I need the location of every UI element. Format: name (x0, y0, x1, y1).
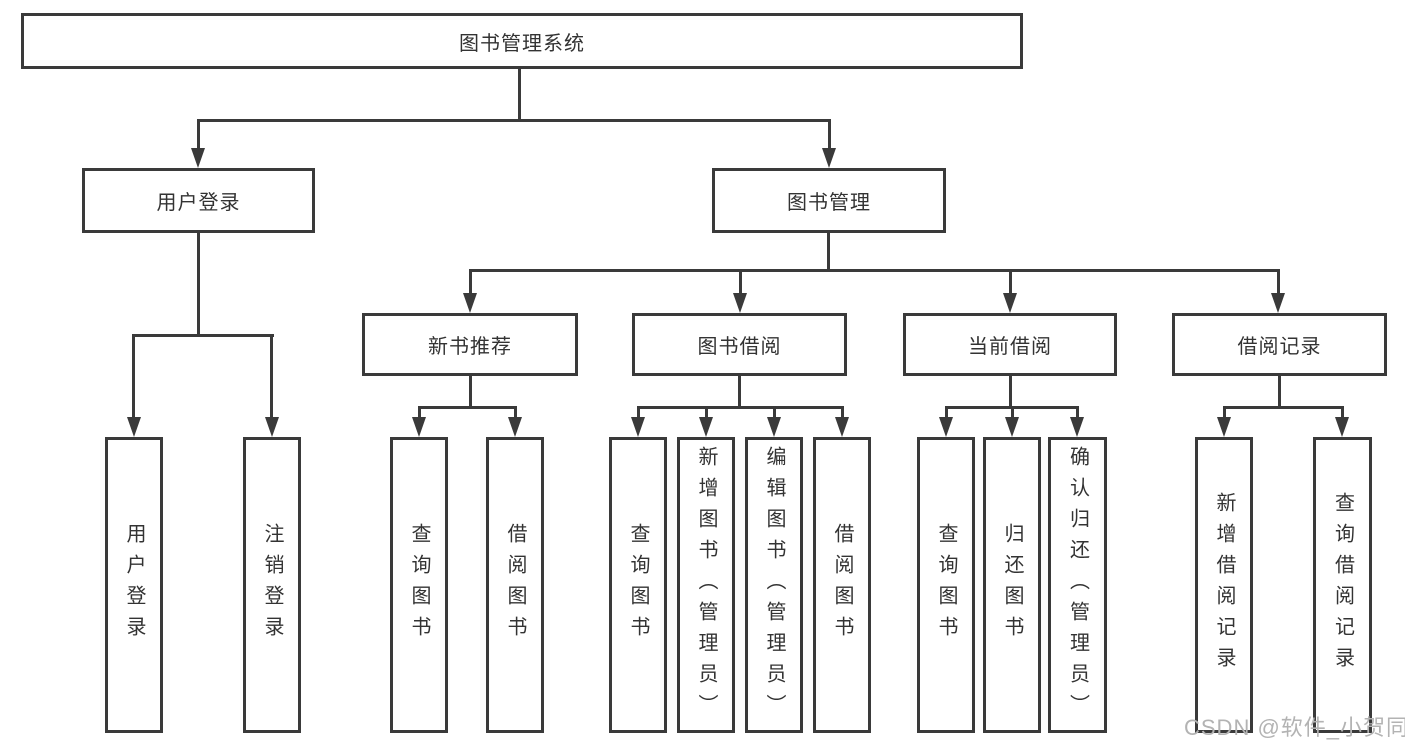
leaf-label: 确认归还（管理员） (1066, 445, 1089, 725)
leaf-current-query-books: 查询图书 (917, 437, 975, 733)
leaf-label: 查询图书 (935, 523, 957, 647)
connector-shaft (1341, 406, 1344, 419)
leaf-newbook-borrow-books: 借阅图书 (486, 437, 544, 733)
arrowhead-book-mgmt (822, 148, 836, 168)
node-borrow-records-label: 借阅记录 (1237, 336, 1322, 358)
connector-root-stem (518, 69, 521, 122)
arrowhead (631, 417, 645, 437)
node-borrow-records: 借阅记录 (1172, 313, 1387, 376)
node-root: 图书管理系统 (21, 13, 1023, 69)
connector-shaft (1223, 406, 1226, 419)
node-new-book-recommend-label: 新书推荐 (428, 336, 512, 358)
leaf-label: 借阅图书 (504, 523, 526, 647)
arrowhead-newbook (463, 293, 477, 313)
connector-current-shaft (1009, 269, 1012, 295)
leaf-user-login-label: 用户登录 (123, 523, 145, 647)
connector-records-stem (1278, 375, 1281, 409)
node-user-login: 用户登录 (82, 168, 315, 233)
arrowhead (1005, 417, 1019, 437)
node-user-login-label: 用户登录 (156, 192, 241, 214)
node-book-management: 图书管理 (712, 168, 946, 233)
arrowhead (1070, 417, 1084, 437)
leaf-logout: 注销登录 (243, 437, 301, 733)
connector-user-login-shaft (197, 119, 200, 150)
node-root-label: 图书管理系统 (459, 32, 585, 55)
arrowhead (508, 417, 522, 437)
connector-shaft (1011, 406, 1014, 419)
connector-shaft (1076, 406, 1079, 419)
node-current-borrow: 当前借阅 (903, 313, 1117, 376)
leaf-logout-label: 注销登录 (261, 523, 283, 647)
connector-shaft (841, 406, 844, 419)
connector-shaft (418, 406, 421, 419)
leaf-user-login: 用户登录 (105, 437, 163, 733)
arrowhead (1335, 417, 1349, 437)
leaf-borrow-borrow-books: 借阅图书 (813, 437, 871, 733)
leaf-newbook-query-books: 查询图书 (390, 437, 448, 733)
connector-records-shaft (1277, 269, 1280, 295)
connector-leaf-logout-shaft (270, 334, 273, 419)
leaf-borrow-add-books-admin: 新增图书（管理员） (677, 437, 735, 733)
connector-newbook-hline (418, 406, 517, 409)
arrowhead (699, 417, 713, 437)
arrowhead-user-login (191, 148, 205, 168)
connector-shaft (705, 406, 708, 419)
connector-newbook-shaft (469, 269, 472, 295)
connector-book-mgmt-shaft (828, 119, 831, 150)
leaf-label: 新增借阅记录 (1213, 492, 1235, 678)
arrowhead-records (1271, 293, 1285, 313)
connector-borrow-stem (738, 376, 741, 409)
leaf-records-add-record: 新增借阅记录 (1195, 437, 1253, 733)
node-book-management-label: 图书管理 (787, 192, 871, 214)
connector-shaft (773, 406, 776, 419)
leaf-current-return-books: 归还图书 (983, 437, 1041, 733)
arrowhead (835, 417, 849, 437)
connector-mgmt-stem (827, 233, 830, 272)
leaf-label: 编辑图书（管理员） (763, 445, 785, 725)
leaf-label: 新增图书（管理员） (695, 445, 717, 725)
connector-leaf-login-shaft (132, 334, 135, 419)
leaf-label: 查询借阅记录 (1331, 492, 1354, 678)
csdn-watermark: CSDN @软件_小贺同学 (1184, 715, 1405, 740)
arrowhead (412, 417, 426, 437)
connector-borrow-shaft (739, 269, 742, 295)
connector-current-stem (1009, 375, 1012, 409)
arrowhead (939, 417, 953, 437)
leaf-borrow-edit-books-admin: 编辑图书（管理员） (745, 437, 803, 733)
leaf-borrow-query-books: 查询图书 (609, 437, 667, 733)
leaf-label: 查询图书 (627, 523, 649, 647)
connector-user-stem (197, 233, 200, 337)
leaf-label: 归还图书 (1001, 523, 1023, 647)
leaf-current-confirm-return-admin: 确认归还（管理员） (1048, 437, 1107, 733)
arrowhead (767, 417, 781, 437)
leaf-records-query-record: 查询借阅记录 (1313, 437, 1372, 733)
connector-shaft (945, 406, 948, 419)
connector-root-hline (197, 119, 831, 122)
node-book-borrow: 图书借阅 (632, 313, 847, 376)
connector-shaft (514, 406, 517, 419)
arrowhead-leaf-login (127, 417, 141, 437)
node-current-borrow-label: 当前借阅 (968, 336, 1052, 358)
leaf-label: 借阅图书 (831, 523, 853, 647)
node-new-book-recommend: 新书推荐 (362, 313, 578, 376)
arrowhead-current (1003, 293, 1017, 313)
connector-borrow-hline (637, 406, 844, 409)
connector-user-hline (133, 334, 274, 337)
connector-shaft (637, 406, 640, 419)
connector-records-hline (1223, 406, 1343, 409)
arrowhead (1217, 417, 1231, 437)
node-book-borrow-label: 图书借阅 (697, 336, 782, 358)
arrowhead-leaf-logout (265, 417, 279, 437)
connector-newbook-stem (469, 376, 472, 409)
connector-mgmt-hline (469, 269, 1280, 272)
leaf-label: 查询图书 (408, 523, 430, 647)
arrowhead-borrow (733, 293, 747, 313)
